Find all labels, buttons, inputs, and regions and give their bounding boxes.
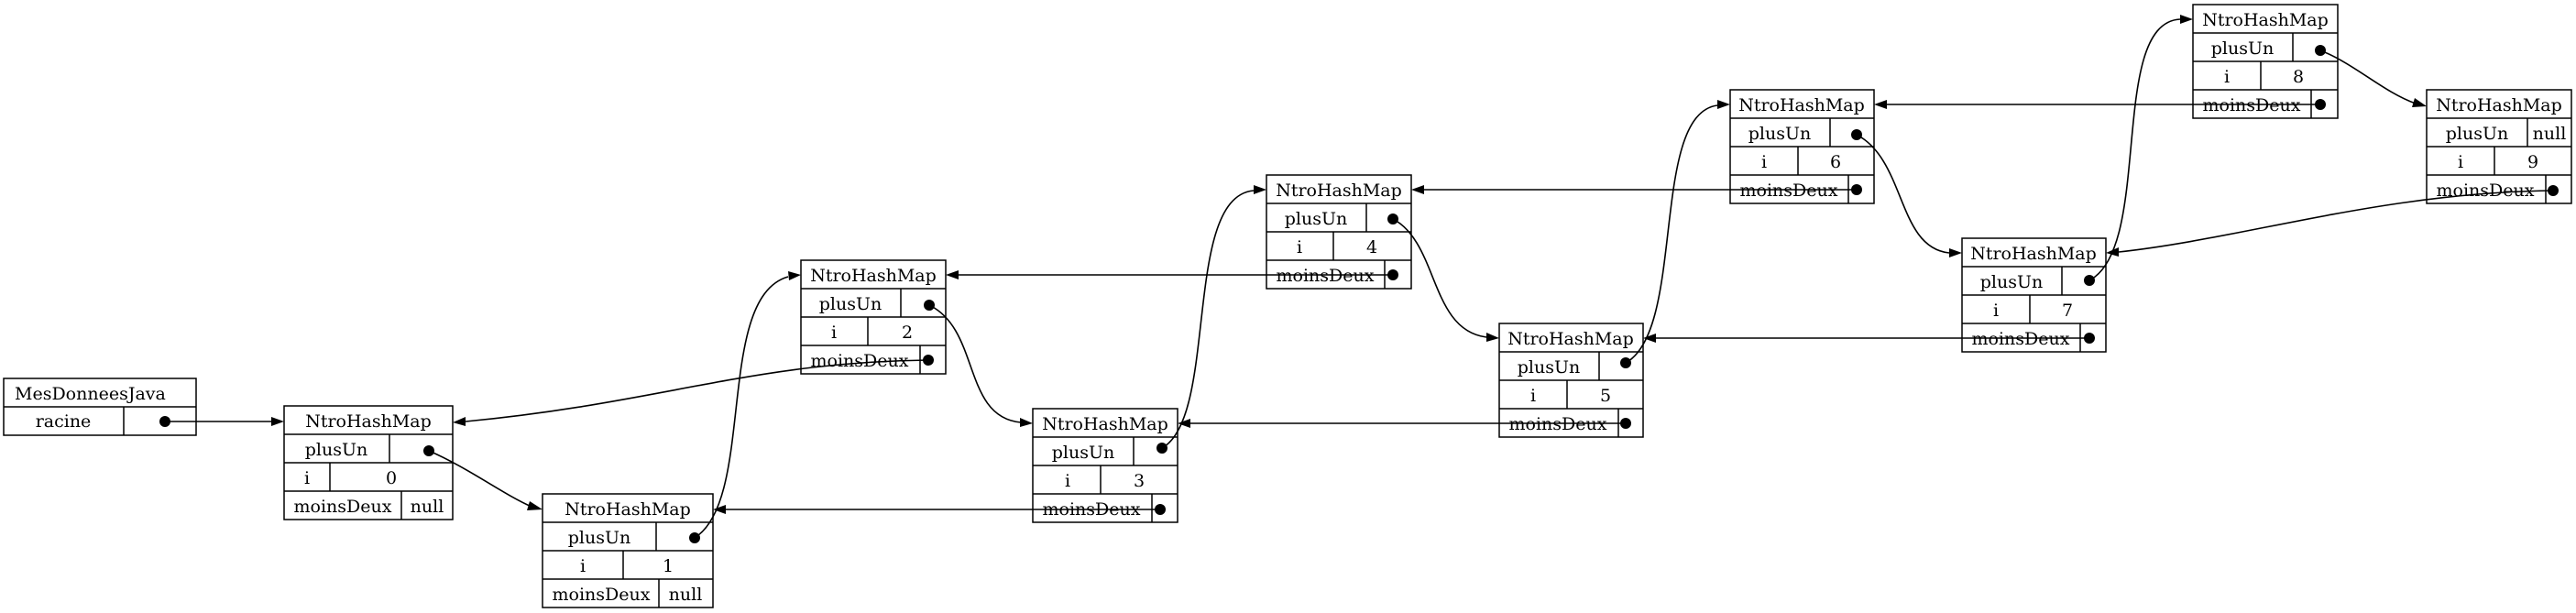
node-7-plusun-label: plusUn: [1980, 272, 2043, 292]
node-5-plusun-label: plusUn: [1518, 357, 1580, 378]
node-0-i-value: 0: [386, 468, 397, 488]
node-1-title: NtroHashMap: [565, 499, 691, 520]
node-6-i-value: 6: [1830, 152, 1841, 172]
node-6-plusun-label: plusUn: [1748, 124, 1811, 144]
node-5-i-label: i: [1530, 386, 1536, 406]
arrowhead: [1717, 100, 1730, 109]
node-2-i-label: i: [831, 323, 837, 343]
node-1-i-label: i: [580, 556, 586, 576]
root-object-title: MesDonneesJava: [15, 384, 166, 404]
node-4-plusun-label: plusUn: [1285, 209, 1347, 229]
root-racine-label: racine: [36, 411, 92, 432]
node-4-moinsdeux-label: moinsDeux: [1277, 266, 1375, 286]
node-8-title: NtroHashMap: [2202, 10, 2329, 30]
node-3-i-label: i: [1065, 471, 1070, 491]
root-object: MesDonneesJava racine: [3, 378, 197, 436]
node-9-i-value: 9: [2527, 152, 2538, 172]
arrowhead: [1411, 185, 1424, 194]
node-0-i-label: i: [304, 468, 310, 488]
node-7-i-value: 7: [2062, 301, 2073, 321]
arrowhead: [713, 505, 726, 514]
node-2-moinsdeux-label: moinsDeux: [811, 351, 909, 371]
node-5: NtroHashMap plusUn i 5 moinsDeux: [1498, 323, 1644, 438]
node-8-plusun-label: plusUn: [2211, 38, 2274, 59]
edge-node-3-plusun: [1161, 190, 1255, 449]
arrowhead: [1486, 333, 1499, 342]
node-6-i-label: i: [1761, 152, 1767, 172]
node-9-i-label: i: [2458, 152, 2463, 172]
node-7: NtroHashMap plusUn i 7 moinsDeux: [1961, 237, 2107, 353]
arrowhead: [2106, 247, 2119, 257]
arrowhead: [788, 271, 801, 280]
node-2: NtroHashMap plusUn i 2 moinsDeux: [800, 259, 947, 375]
edge-node-4-plusun: [1392, 218, 1487, 338]
arrowhead: [1643, 334, 1656, 343]
arrowhead: [1020, 418, 1033, 427]
node-6-moinsdeux-label: moinsDeux: [1740, 181, 1838, 201]
node-3-i-value: 3: [1134, 471, 1145, 491]
node-0-plusun-label: plusUn: [305, 440, 367, 460]
node-1-plusun-label: plusUn: [568, 528, 630, 548]
edge-node-2-plusun: [928, 304, 1022, 423]
node-8: NtroHashMap plusUn i 8 moinsDeux: [2192, 4, 2339, 119]
node-1-moinsdeux-value: null: [669, 585, 703, 605]
edge-node-8-plusun: [2319, 49, 2417, 104]
node-9: NtroHashMap plusUn null i 9 moinsDeux: [2426, 89, 2572, 204]
arrowhead: [1949, 248, 1962, 257]
node-9-moinsdeux-label: moinsDeux: [2437, 181, 2535, 201]
node-5-moinsdeux-label: moinsDeux: [1509, 414, 1607, 434]
edge-node-5-plusun: [1625, 104, 1718, 364]
node-8-moinsdeux-label: moinsDeux: [2203, 95, 2301, 115]
node-5-title: NtroHashMap: [1507, 329, 1634, 349]
node-3-plusun-label: plusUn: [1052, 443, 1114, 463]
node-4-i-label: i: [1297, 237, 1302, 257]
edge-node-0-plusun: [428, 450, 532, 508]
node-4: NtroHashMap plusUn i 4 moinsDeux: [1266, 174, 1412, 290]
edge-node-2-moinsdeux: [465, 359, 929, 422]
node-8-i-label: i: [2224, 67, 2230, 87]
node-1-moinsdeux-label: moinsDeux: [553, 585, 651, 605]
node-4-i-value: 4: [1366, 237, 1377, 257]
node-0-title: NtroHashMap: [305, 411, 432, 432]
node-0-moinsdeux-value: null: [411, 497, 444, 517]
arrowhead: [1178, 419, 1190, 428]
node-7-i-label: i: [1993, 301, 1999, 321]
node-9-plusun-label: plusUn: [2446, 124, 2508, 144]
node-8-i-value: 8: [2293, 67, 2304, 87]
arrowhead: [527, 501, 543, 510]
node-9-plusun-value: null: [2533, 124, 2567, 144]
edge-node-7-plusun: [2088, 18, 2181, 281]
node-4-title: NtroHashMap: [1276, 181, 1402, 201]
node-6-title: NtroHashMap: [1738, 95, 1865, 115]
node-6: NtroHashMap plusUn i 6 moinsDeux: [1729, 89, 1875, 204]
node-2-i-value: 2: [902, 323, 913, 343]
edge-node-6-plusun: [1856, 134, 1950, 254]
node-0: NtroHashMap plusUn i 0 moinsDeux null: [283, 405, 454, 520]
arrowhead: [2180, 15, 2193, 24]
edges: [165, 15, 2554, 539]
node-7-moinsdeux-label: moinsDeux: [1972, 329, 2070, 349]
node-5-i-value: 5: [1600, 386, 1611, 406]
arrowhead: [1874, 100, 1887, 109]
node-2-plusun-label: plusUn: [819, 294, 882, 314]
node-1: NtroHashMap plusUn i 1 moinsDeux null: [542, 493, 714, 608]
arrowhead: [2412, 98, 2427, 107]
edge-node-1-plusun: [694, 276, 789, 539]
node-1-i-value: 1: [663, 556, 674, 576]
node-3: NtroHashMap plusUn i 3 moinsDeux: [1032, 408, 1178, 523]
node-7-title: NtroHashMap: [1970, 244, 2097, 264]
arrowhead: [453, 417, 466, 426]
node-2-title: NtroHashMap: [810, 266, 937, 286]
arrowhead: [271, 417, 284, 426]
node-9-title: NtroHashMap: [2436, 95, 2562, 115]
edge-node-9-moinsdeux: [2118, 190, 2554, 253]
node-3-title: NtroHashMap: [1042, 414, 1168, 434]
arrowhead: [946, 270, 959, 279]
node-0-moinsdeux-label: moinsDeux: [294, 497, 392, 517]
arrowhead: [1254, 185, 1266, 194]
